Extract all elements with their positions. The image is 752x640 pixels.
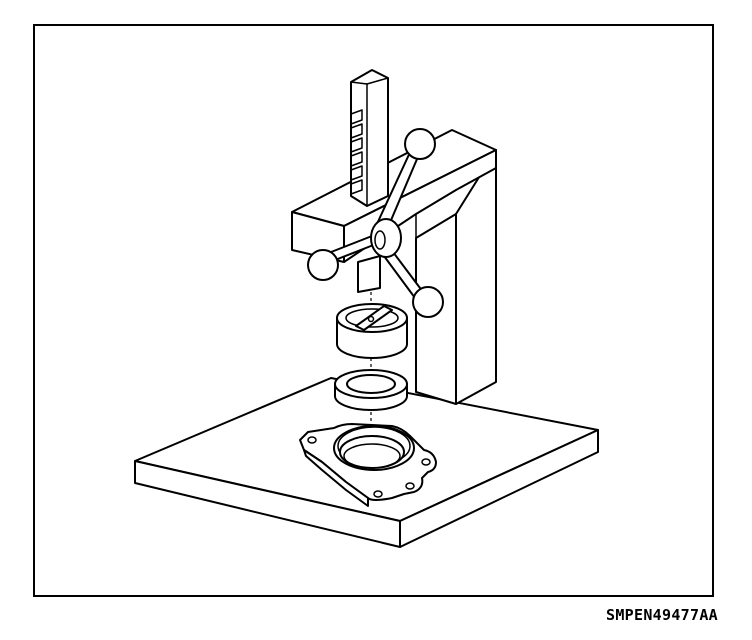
press-rack xyxy=(350,69,389,293)
bearing-ring xyxy=(334,369,408,411)
press-handles xyxy=(307,128,444,318)
base-plate xyxy=(134,377,599,548)
bearing-housing xyxy=(299,423,437,507)
figure-code: SMPEN49477AA xyxy=(606,606,718,624)
rack-teeth xyxy=(350,109,363,195)
press-column xyxy=(291,129,497,405)
bearing-installer xyxy=(336,303,408,359)
figure-frame xyxy=(33,24,714,597)
